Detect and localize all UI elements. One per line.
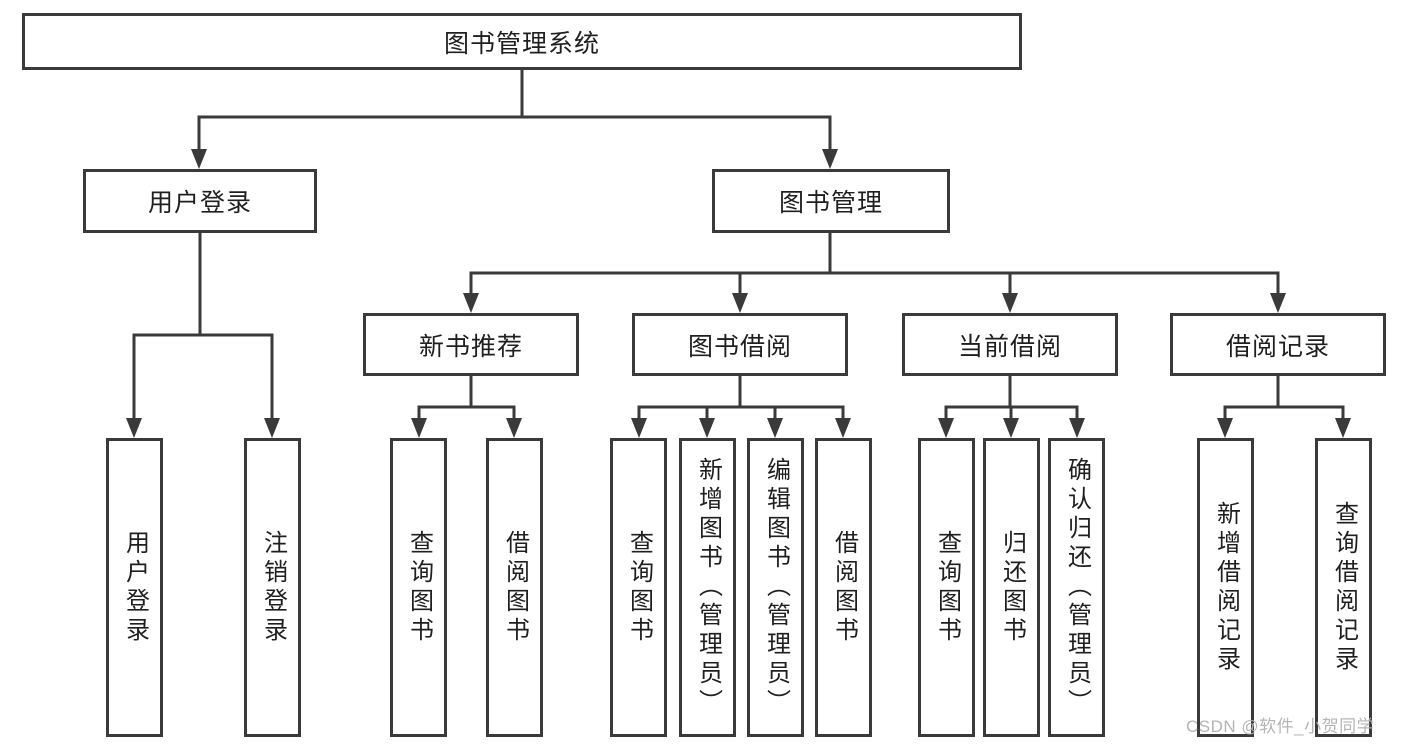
connector-line-paths bbox=[132, 66, 1345, 421]
node-user-login: 用户登录 bbox=[83, 169, 317, 233]
leaf-logout-label: 注销登录 bbox=[259, 529, 287, 646]
leaf-borrow-books: 借阅图书 bbox=[815, 438, 872, 737]
leaf-query-books-current: 查询图书 bbox=[918, 438, 975, 737]
node-new-book-recommend: 新书推荐 bbox=[363, 313, 579, 376]
leaf-confirm-return-admin-label: 确认归还（管理员） bbox=[1063, 457, 1091, 718]
node-book-management-label: 图书管理 bbox=[778, 189, 883, 217]
leaf-user-login: 用户登录 bbox=[106, 438, 163, 737]
node-current-borrowing-label: 当前借阅 bbox=[957, 332, 1062, 361]
leaf-add-borrow-record-label: 新增借阅记录 bbox=[1212, 500, 1240, 675]
leaf-user-login-label: 用户登录 bbox=[121, 529, 149, 646]
node-borrowing-records-label: 借阅记录 bbox=[1225, 332, 1330, 361]
leaf-return-books: 归还图书 bbox=[983, 438, 1040, 737]
arrowhead-glyphs bbox=[126, 149, 1351, 438]
leaf-borrow-books-label: 借阅图书 bbox=[830, 529, 858, 646]
node-root-label: 图书管理系统 bbox=[443, 29, 600, 58]
leaf-query-books-borrowing-label: 查询图书 bbox=[625, 529, 653, 646]
node-book-borrowing: 图书借阅 bbox=[632, 313, 848, 376]
node-borrowing-records: 借阅记录 bbox=[1170, 313, 1386, 376]
leaf-confirm-return-admin: 确认归还（管理员） bbox=[1048, 438, 1105, 737]
leaf-borrow-books-recommend: 借阅图书 bbox=[486, 438, 543, 737]
leaf-query-borrow-record-label: 查询借阅记录 bbox=[1330, 500, 1358, 675]
leaf-query-books-current-label: 查询图书 bbox=[933, 529, 961, 646]
leaf-borrow-books-recommend-label: 借阅图书 bbox=[501, 529, 529, 646]
node-root-system: 图书管理系统 bbox=[22, 13, 1022, 70]
node-new-book-recommend-label: 新书推荐 bbox=[418, 332, 523, 361]
leaf-query-books-recommend-label: 查询图书 bbox=[405, 529, 433, 646]
node-user-login-label: 用户登录 bbox=[147, 189, 252, 217]
leaf-logout: 注销登录 bbox=[244, 438, 301, 737]
leaf-return-books-label: 归还图书 bbox=[998, 529, 1026, 646]
leaf-add-borrow-record: 新增借阅记录 bbox=[1197, 438, 1254, 737]
leaf-add-books-admin: 新增图书（管理员） bbox=[679, 438, 736, 737]
node-book-management: 图书管理 bbox=[712, 169, 950, 233]
leaf-query-books-recommend: 查询图书 bbox=[390, 438, 447, 737]
leaf-query-borrow-record: 查询借阅记录 bbox=[1315, 438, 1372, 737]
leaf-add-books-admin-label: 新增图书（管理员） bbox=[694, 457, 722, 718]
leaf-edit-books-admin-label: 编辑图书（管理员） bbox=[762, 457, 790, 718]
node-book-borrowing-label: 图书借阅 bbox=[687, 332, 792, 361]
leaf-query-books-borrowing: 查询图书 bbox=[610, 438, 667, 737]
watermark: CSDN @软件_小贺同学 bbox=[1186, 717, 1375, 736]
node-current-borrowing: 当前借阅 bbox=[902, 313, 1118, 376]
leaf-edit-books-admin: 编辑图书（管理员） bbox=[747, 438, 804, 737]
